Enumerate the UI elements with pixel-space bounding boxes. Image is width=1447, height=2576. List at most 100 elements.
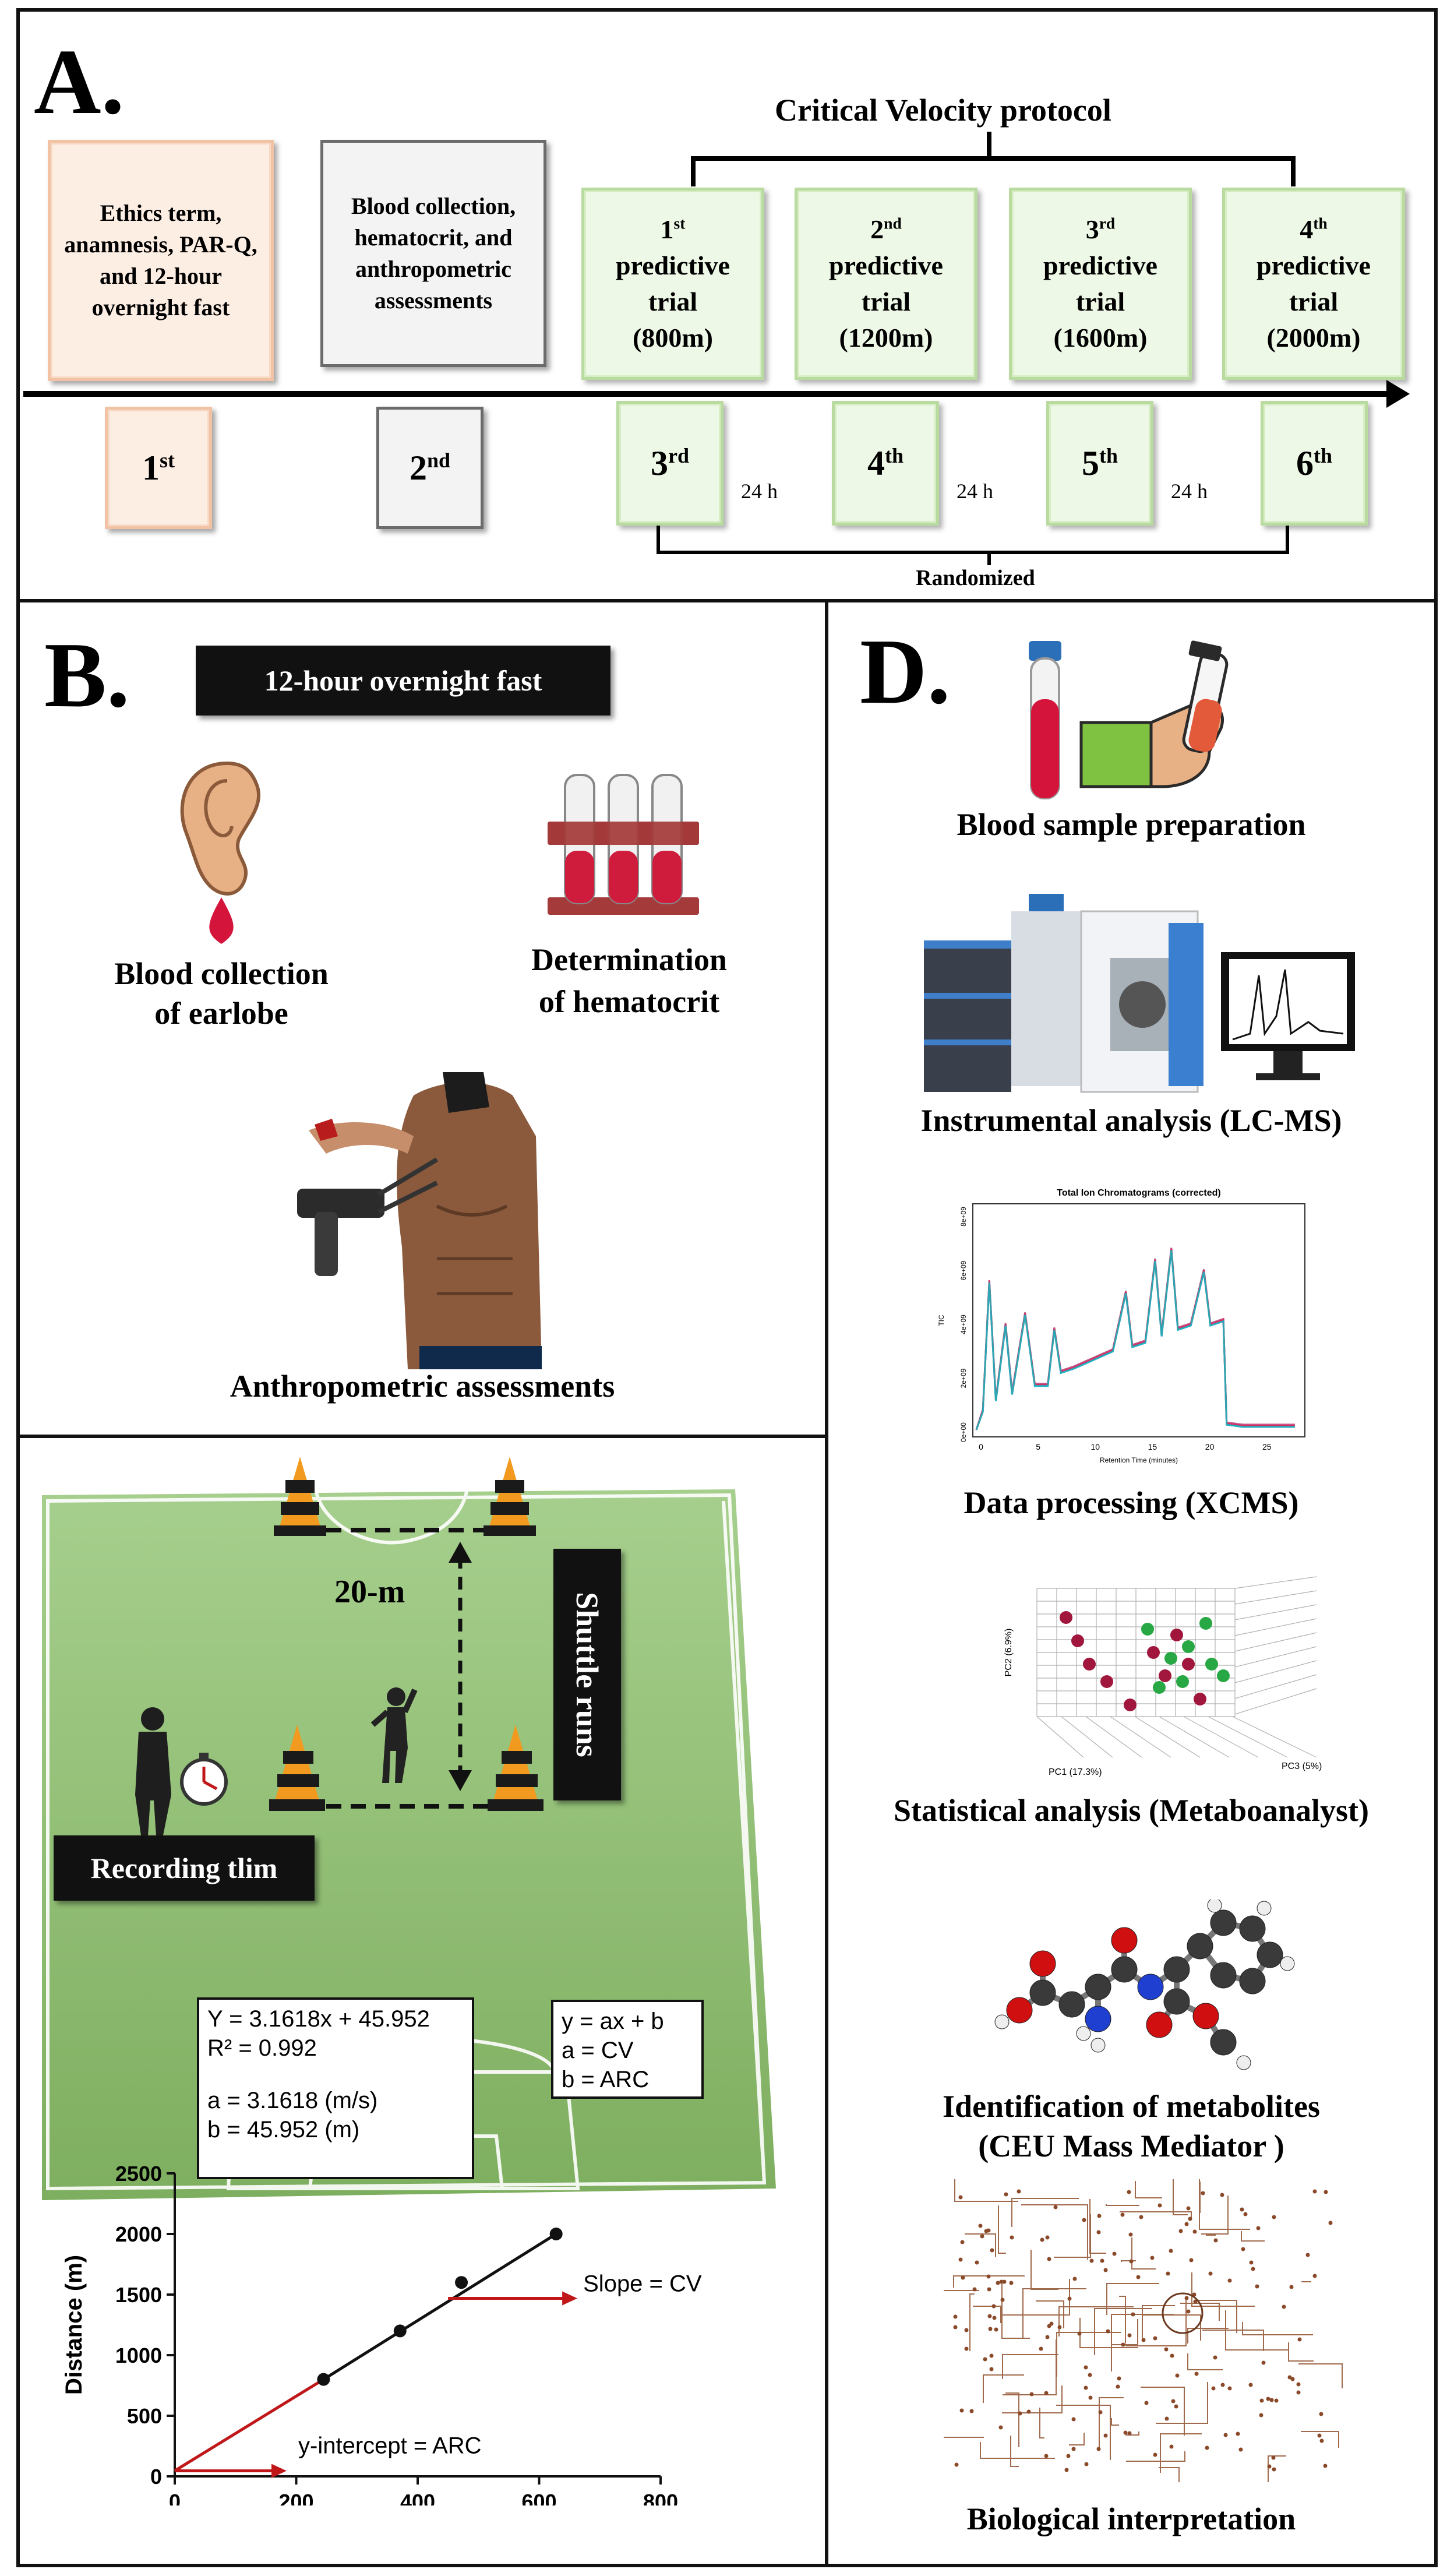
pathway-node-119: [1259, 2398, 1264, 2403]
pathway-node-0: [1164, 2347, 1169, 2352]
pathway-edge-29: [1156, 2382, 1208, 2424]
pathway-node-147: [1296, 2390, 1301, 2395]
pathway-node-134: [1077, 2331, 1082, 2336]
pathway-node-107: [1040, 2237, 1044, 2242]
pathway-edge-55: [1225, 2310, 1289, 2351]
pathway-edge-62: [1187, 2328, 1229, 2344]
tic-trace-4: [975, 1249, 1295, 1430]
pathway-node-20: [1175, 2373, 1180, 2378]
pathway-node-121: [1213, 2355, 1217, 2360]
y-tick-label-1: 500: [127, 2404, 162, 2428]
pca-axis-3-label: PC3 (5%): [1282, 1761, 1322, 1771]
pca-grid-side-5: [1234, 1646, 1317, 1668]
pathway-node-4: [1184, 2296, 1189, 2300]
atom-18: [1146, 2011, 1173, 2038]
pathway-node-8: [1123, 2430, 1128, 2435]
pathway-node-156: [990, 2248, 994, 2253]
tic-trace-1: [975, 1249, 1295, 1430]
pathway-node-148: [1103, 2433, 1108, 2438]
tic-trace-0: [975, 1248, 1295, 1430]
atom-5: [1085, 2006, 1111, 2032]
cv-chart: 020040060080005001000150020002500Time (s…: [61, 2162, 702, 2505]
pathway-edge-50: [1001, 2283, 1030, 2339]
pathway-node-102: [1220, 2193, 1224, 2197]
cone-bottom-left: [269, 1725, 325, 1811]
pathway-node-9: [1120, 2212, 1125, 2217]
pca-grid: [1036, 1576, 1317, 1758]
tic-x-tick-4: 20: [1205, 1442, 1215, 1451]
pathway-edge-42: [1126, 2451, 1185, 2462]
pca-grid-side-1: [1234, 1590, 1317, 1605]
pathway-edge-31: [944, 2290, 979, 2291]
day-box-2: 2nd: [376, 407, 483, 529]
pathway-node-65: [964, 2328, 969, 2332]
tic-y-tick-1: 2e+09: [959, 1368, 968, 1388]
pathway-node-26: [1117, 2376, 1121, 2381]
pca-grid-floor-8: [1232, 1716, 1317, 1758]
pathway-edge-10: [1022, 2288, 1086, 2338]
ethics-box: Ethics term, anamnesis, PAR-Q, and 12-ho…: [48, 140, 274, 381]
pathway-edge-14: [973, 2306, 1001, 2323]
atom-1: [1029, 1979, 1056, 2006]
pathway-edge-26: [965, 2233, 996, 2257]
tic-x-tick-2: 10: [1091, 1442, 1100, 1451]
data-point-3: [549, 2228, 563, 2240]
pathway-edge-54: [1241, 2231, 1265, 2242]
pathway-node-127: [1045, 2235, 1050, 2240]
tic-x-tick-1: 5: [1036, 1442, 1040, 1451]
pathway-edge-45: [1120, 2211, 1192, 2218]
pathway-edge-11: [1039, 2408, 1044, 2438]
y-tick-label-4: 2000: [115, 2222, 162, 2246]
pathway-edge-39: [1119, 2296, 1126, 2344]
pathway-node-154: [1251, 2267, 1255, 2271]
pathway-node-84: [1044, 2454, 1049, 2458]
y-tick-label-5: 2500: [115, 2162, 162, 2186]
pathway-node-74: [1282, 2304, 1286, 2309]
pathway-edge-35: [1099, 2397, 1124, 2448]
pca-grid-floor-5: [1159, 1716, 1230, 1758]
pathway-node-32: [961, 2275, 965, 2280]
pathway-edge-7: [1111, 2319, 1138, 2345]
blood-sample-caption: Blood sample preparation: [957, 807, 1306, 842]
pca-grid-side-2: [1234, 1604, 1317, 1620]
pathway-node-42: [1153, 2452, 1157, 2457]
pathway-node-136: [1271, 2455, 1276, 2460]
pathway-node-72: [1067, 2296, 1072, 2301]
recording-tlim-tag: Recording tlim: [54, 1835, 315, 1901]
earlobe-caption-2: of earlobe: [154, 996, 288, 1031]
pathway-node-30: [1274, 2398, 1279, 2403]
pathway-node-14: [1261, 2360, 1266, 2365]
pathway-edge-56: [1121, 2260, 1136, 2262]
pathway-edge-36: [1187, 2353, 1223, 2370]
day-box-3: 3rd: [616, 401, 724, 526]
shuttle-runs-text: Shuttle runs: [570, 1592, 605, 1757]
pathway-node-122: [969, 2409, 974, 2413]
pathway-node-55: [1127, 2431, 1132, 2436]
y-tick-label-0: 0: [150, 2465, 162, 2489]
pathway-node-39: [999, 2279, 1004, 2284]
pathway-node-53: [1249, 2260, 1254, 2265]
fast-tag: 12-hour overnight fast: [196, 646, 610, 716]
intercept-label: y-intercept = ARC: [298, 2433, 482, 2458]
atom-23: [1280, 1956, 1295, 1971]
pathway-node-78: [1084, 2365, 1088, 2370]
tic-trace-3: [975, 1248, 1295, 1430]
pathway-node-130: [1082, 2218, 1086, 2222]
pathway-node-92: [1064, 2468, 1069, 2472]
pathway-edge-59: [1089, 2199, 1106, 2254]
pathway-edge-22: [980, 2442, 1055, 2459]
pathway-node-114: [1267, 2464, 1272, 2469]
protocol-title: Critical Velocity protocol: [775, 93, 1111, 128]
blood-sample-icon: [1029, 640, 1229, 799]
pathway-node-118: [1166, 2271, 1170, 2276]
pathway-node-19: [1169, 2249, 1173, 2253]
pathway-node-10: [1289, 2285, 1294, 2289]
pathway-node-59: [1029, 2392, 1034, 2397]
pathway-node-66: [1121, 2342, 1125, 2347]
pca-grid-floor-2: [1085, 1716, 1142, 1758]
panel-b-letter: B.: [44, 623, 130, 727]
interval-label-3: 24 h: [1171, 480, 1208, 503]
pathway-edge-48: [969, 2293, 975, 2351]
